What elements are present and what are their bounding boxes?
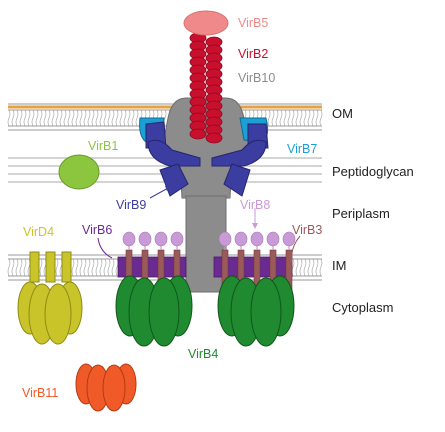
region-periplasm-label: Periplasm: [332, 206, 390, 221]
vird4-label: VirD4: [23, 225, 54, 239]
inner-membrane-complex: [117, 231, 296, 291]
virb10-label: VirB10: [238, 71, 275, 85]
region-om-label: OM: [332, 106, 353, 121]
outer-membrane: [7, 103, 323, 131]
virb4-right: [217, 275, 295, 347]
virb1-label: VirB1: [88, 139, 118, 153]
region-im-label: IM: [332, 258, 346, 273]
label-pointers: [97, 186, 301, 263]
virb11-label: VirB11: [22, 386, 58, 400]
virb1-protein: [58, 154, 100, 190]
virb9-right: [211, 123, 269, 197]
virb9-left: [145, 121, 201, 197]
vird4-protein: [17, 251, 83, 345]
region-peptidoglycan-label: Peptidoglycan: [332, 164, 414, 179]
virb5-label: VirB5: [238, 16, 268, 30]
virb7-label: VirB7: [287, 142, 317, 156]
virb9-label: VirB9: [116, 198, 146, 212]
virb4-left: [115, 275, 193, 347]
virb2-pilus: [189, 32, 223, 144]
virb4-label: VirB4: [188, 347, 218, 361]
virb5-tip: [183, 10, 229, 36]
virb10-stalk: [185, 195, 227, 293]
virb8-label: VirB8: [240, 198, 270, 212]
virb3-label: VirB3: [292, 223, 322, 237]
virb2-label: VirB2: [238, 47, 268, 61]
virb6-label: VirB6: [82, 223, 112, 237]
region-cytoplasm-label: Cytoplasm: [332, 300, 393, 315]
virb11-protein: [75, 363, 137, 412]
